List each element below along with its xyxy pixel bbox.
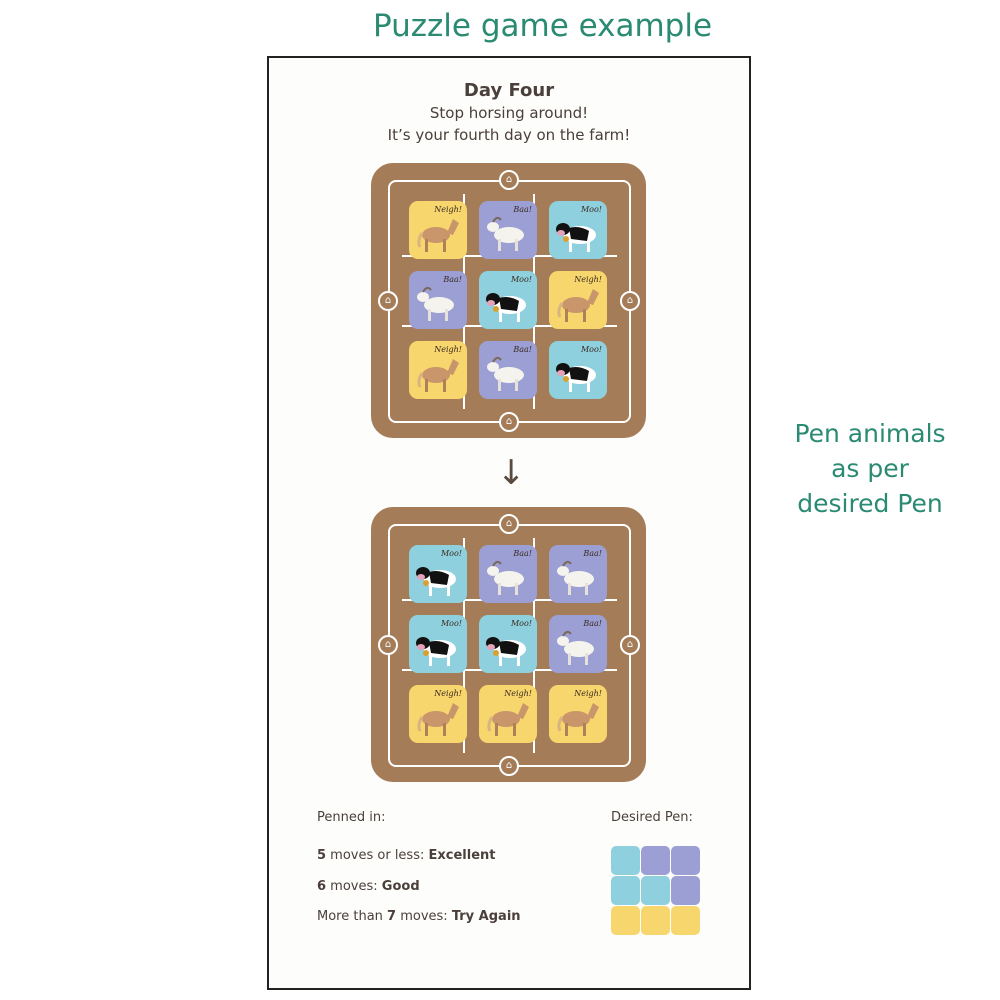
animal-sound: Neigh! <box>434 205 462 214</box>
animal-sound: Neigh! <box>434 689 462 698</box>
pen-gate-icon: ⌂ <box>499 412 519 432</box>
side-note-line: desired Pen <box>797 489 943 518</box>
level-subtitle: Stop horsing around! <box>429 104 589 122</box>
animal-sound: Moo! <box>580 205 602 214</box>
animal-tile-cow[interactable]: Moo! <box>549 341 607 399</box>
side-note-line: as per <box>831 454 909 483</box>
pen-cell-cow <box>641 876 670 905</box>
animal-sound: Moo! <box>510 619 532 628</box>
move-count: 7 <box>387 909 397 924</box>
goat-icon <box>487 560 524 595</box>
side-note-line: Pen animals <box>794 419 946 448</box>
pen-gate-icon: ⌂ <box>378 291 398 311</box>
animal-sound: Baa! <box>443 275 462 284</box>
scoring-title: Penned in: <box>317 810 386 825</box>
page-heading: Puzzle game example <box>372 8 713 44</box>
score-row-try-again: More than 7 moves: Try Again <box>317 909 521 924</box>
animal-sound: Moo! <box>440 549 462 558</box>
animal-sound: Neigh! <box>574 275 602 284</box>
goat-icon <box>557 560 594 595</box>
pen-cell-goat <box>641 846 670 875</box>
game-frame: Day Four Stop horsing around! It’s your … <box>267 56 751 990</box>
cow-icon <box>556 223 596 252</box>
pen-gate-icon: ⌂ <box>378 635 398 655</box>
score-text: moves or less: <box>326 848 429 863</box>
animal-sound: Baa! <box>513 549 532 558</box>
pen-gate-icon: ⌂ <box>499 756 519 776</box>
animal-tile-cow[interactable]: Moo! <box>409 615 467 673</box>
horse-icon <box>487 703 529 736</box>
animal-sound: Baa! <box>583 619 602 628</box>
down-arrow-icon: ↓ <box>497 453 526 493</box>
animal-tile-horse[interactable]: Neigh! <box>549 685 607 743</box>
horse-icon <box>417 219 459 252</box>
animal-tile-goat[interactable]: Baa! <box>549 615 607 673</box>
move-count: 6 <box>317 879 327 894</box>
score-row-excellent: 5 moves or less: Excellent <box>317 848 496 863</box>
puzzle-board-goal: ⌂ ⌂ ⌂ ⌂ Moo! Baa! Baa! Moo! Moo! Baa! Neigh! Neigh!… <box>371 507 646 782</box>
cow-icon <box>416 637 456 666</box>
score-text: moves: <box>396 909 452 924</box>
animal-sound: Baa! <box>513 345 532 354</box>
animal-tile-goat[interactable]: Baa! <box>479 341 537 399</box>
pen-gate-icon: ⌂ <box>620 635 640 655</box>
cow-icon <box>486 637 526 666</box>
pen-cell-horse <box>671 906 700 935</box>
horse-icon <box>417 703 459 736</box>
animal-tile-cow[interactable]: Moo! <box>549 201 607 259</box>
animal-tile-cow[interactable]: Moo! <box>409 545 467 603</box>
pen-gate-icon: ⌂ <box>620 291 640 311</box>
animal-tile-horse[interactable]: Neigh! <box>549 271 607 329</box>
cow-icon <box>556 363 596 392</box>
level-subtitle: It’s your fourth day on the farm! <box>387 126 631 144</box>
desired-pen-title: Desired Pen: <box>611 810 693 825</box>
score-row-good: 6 moves: Good <box>317 879 420 894</box>
pen-cell-goat <box>671 846 700 875</box>
score-text: More than <box>317 909 388 924</box>
pen-cell-goat <box>671 876 700 905</box>
animal-tile-goat[interactable]: Baa! <box>479 201 537 259</box>
pen-cell-cow <box>611 876 640 905</box>
pen-gate-icon: ⌂ <box>499 170 519 190</box>
animal-tile-goat[interactable]: Baa! <box>479 545 537 603</box>
animal-tile-goat[interactable]: Baa! <box>549 545 607 603</box>
animal-tile-horse[interactable]: Neigh! <box>409 201 467 259</box>
level-title: Day Four <box>463 80 555 101</box>
animal-sound: Neigh! <box>504 689 532 698</box>
puzzle-board-start[interactable]: ⌂ ⌂ ⌂ ⌂ Neigh! Baa! Moo! Baa! Moo! Neigh! Neigh! Ba… <box>371 163 646 438</box>
animal-tile-horse[interactable]: Neigh! <box>479 685 537 743</box>
animal-tile-goat[interactable]: Baa! <box>409 271 467 329</box>
horse-icon <box>557 289 599 322</box>
animal-sound: Baa! <box>583 549 602 558</box>
rating: Good <box>381 879 420 894</box>
animal-sound: Neigh! <box>434 345 462 354</box>
goat-icon <box>417 286 454 321</box>
score-text: moves: <box>326 879 382 894</box>
rating: Excellent <box>428 848 496 863</box>
pen-cell-horse <box>611 906 640 935</box>
side-note: Pen animals as per desired Pen <box>750 416 990 521</box>
pen-gate-icon: ⌂ <box>499 514 519 534</box>
horse-icon <box>417 359 459 392</box>
animal-sound: Neigh! <box>574 689 602 698</box>
animal-sound: Baa! <box>513 205 532 214</box>
goat-icon <box>487 216 524 251</box>
animal-tile-horse[interactable]: Neigh! <box>409 685 467 743</box>
animal-tile-cow[interactable]: Moo! <box>479 271 537 329</box>
pen-cell-cow <box>611 846 640 875</box>
animal-sound: Moo! <box>510 275 532 284</box>
animal-sound: Moo! <box>580 345 602 354</box>
animal-tile-horse[interactable]: Neigh! <box>409 341 467 399</box>
goat-icon <box>487 356 524 391</box>
move-count: 5 <box>317 848 327 863</box>
cow-icon <box>486 293 526 322</box>
pen-cell-horse <box>641 906 670 935</box>
rating: Try Again <box>451 909 521 924</box>
animal-tile-cow[interactable]: Moo! <box>479 615 537 673</box>
cow-icon <box>416 567 456 596</box>
horse-icon <box>557 703 599 736</box>
animal-sound: Moo! <box>440 619 462 628</box>
goat-icon <box>557 630 594 665</box>
